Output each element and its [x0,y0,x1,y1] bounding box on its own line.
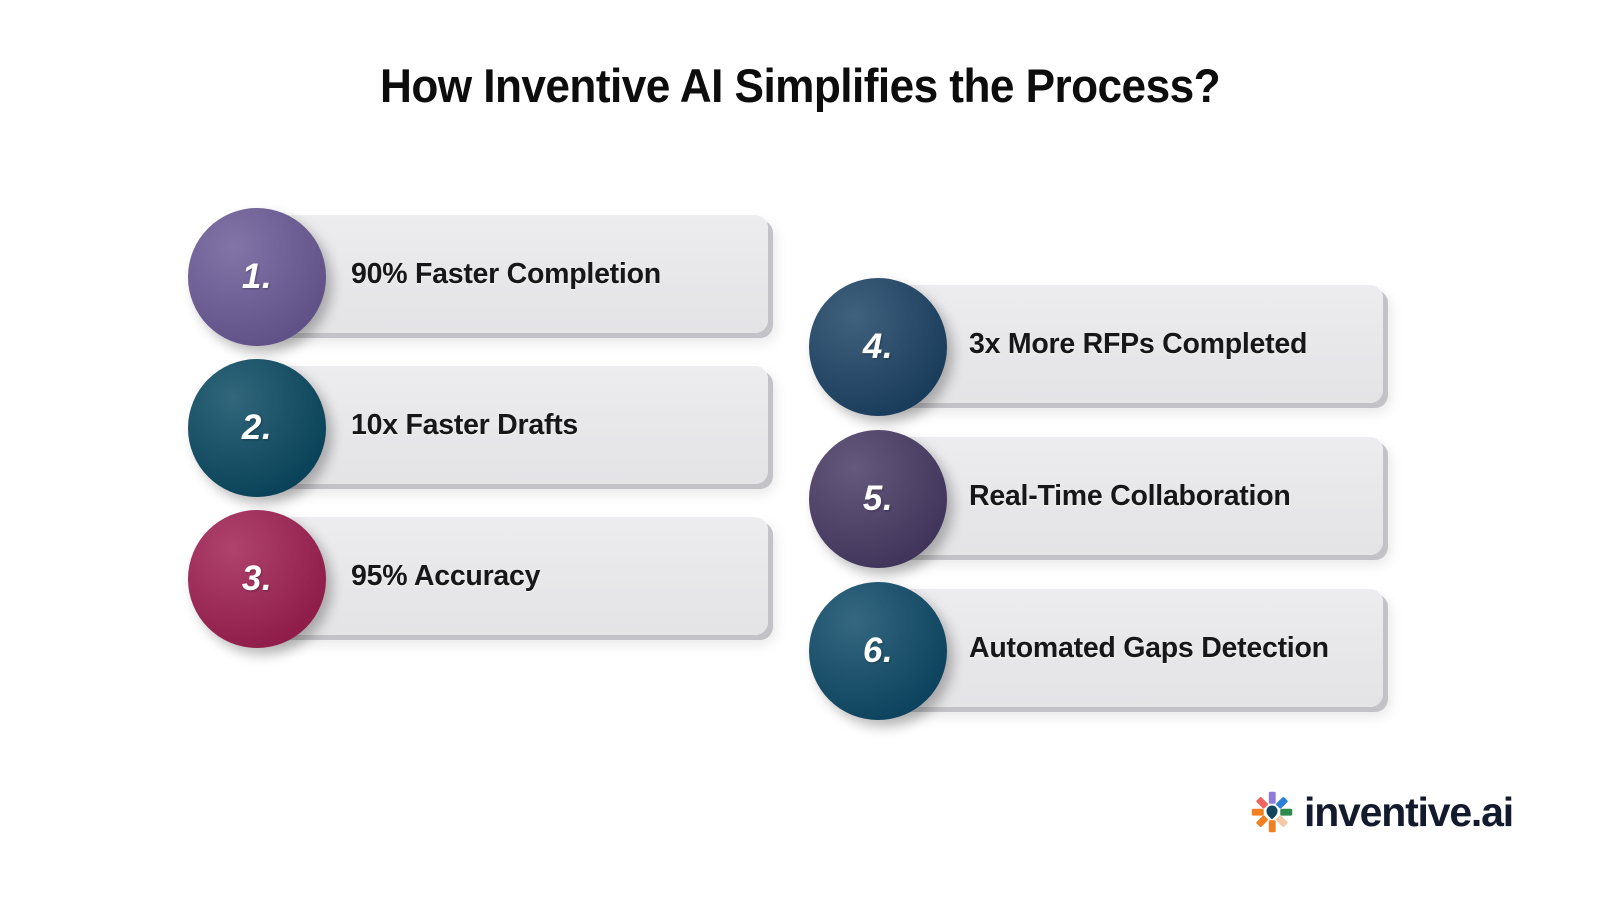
inventive-pinwheel-icon [1249,789,1295,835]
item-number: 5. [862,479,894,518]
list-item[interactable]: 90% Faster Completion 1. [188,208,768,348]
right-column: 3x More RFPs Completed 4. Real-Time Coll… [809,278,1383,722]
item-number: 1. [241,257,273,296]
left-column: 90% Faster Completion 1. 10x Faster Draf… [188,208,768,650]
item-label: 95% Accuracy [351,559,541,592]
item-card[interactable]: 10x Faster Drafts [256,366,768,484]
item-label: Automated Gaps Detection [969,631,1329,664]
item-number: 4. [862,327,894,366]
list-item[interactable]: 10x Faster Drafts 2. [188,359,768,499]
brand-logo[interactable]: inventive.ai [1249,788,1514,835]
item-number-badge: 3. [188,510,326,648]
item-label: 3x More RFPs Completed [969,327,1308,360]
item-card[interactable]: 3x More RFPs Completed [877,285,1383,403]
item-label: Real-Time Collaboration [969,479,1291,512]
item-number-badge: 6. [809,582,947,720]
list-item[interactable]: 3x More RFPs Completed 4. [809,278,1383,418]
item-number-badge: 2. [188,359,326,497]
item-number: 6. [862,631,894,670]
list-item[interactable]: 95% Accuracy 3. [188,510,768,650]
item-card[interactable]: 90% Faster Completion [256,215,768,333]
logo-wordmark: inventive.ai [1304,788,1514,835]
item-card[interactable]: 95% Accuracy [256,517,768,635]
item-card[interactable]: Real-Time Collaboration [877,437,1383,555]
item-number: 3. [241,559,273,598]
item-number-badge: 4. [809,278,947,416]
list-item[interactable]: Real-Time Collaboration 5. [809,430,1383,570]
item-number: 2. [241,408,273,447]
item-card[interactable]: Automated Gaps Detection [877,589,1383,707]
item-label: 90% Faster Completion [351,257,661,290]
item-label: 10x Faster Drafts [351,408,579,441]
item-number-badge: 1. [188,208,326,346]
list-item[interactable]: Automated Gaps Detection 6. [809,582,1383,722]
item-number-badge: 5. [809,430,947,568]
page-title: How Inventive AI Simplifies the Process? [379,59,1221,112]
